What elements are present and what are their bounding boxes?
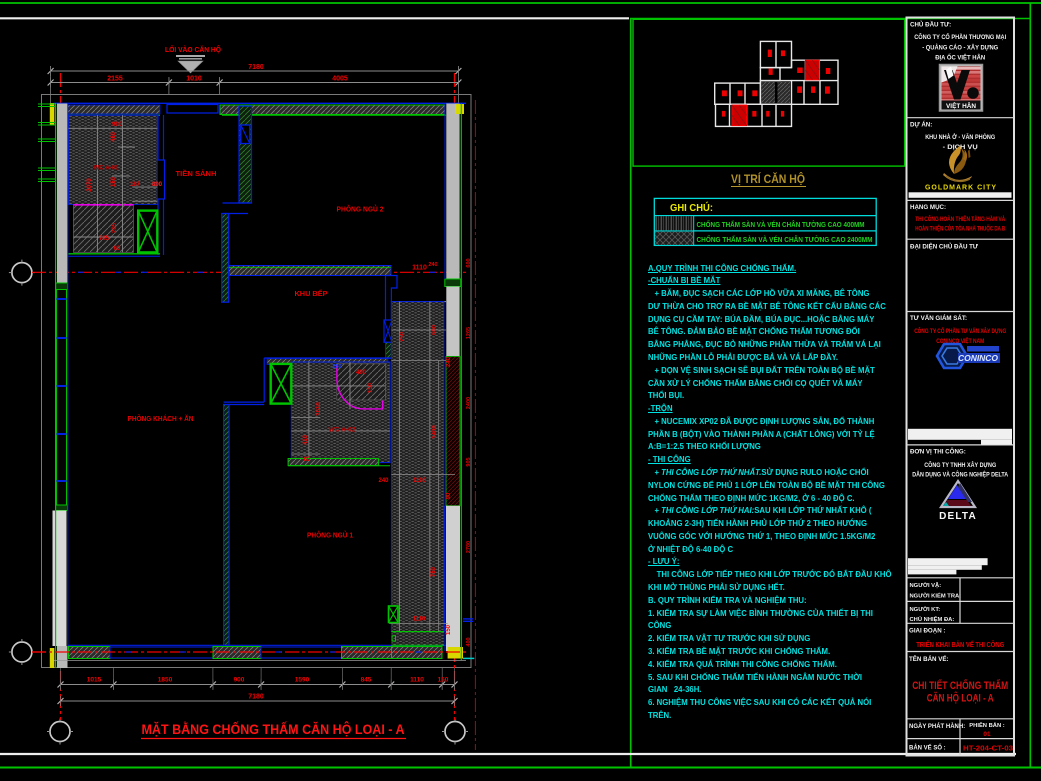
svg-text:- QUẢNG CÁO - XÂY DỰNG: - QUẢNG CÁO - XÂY DỰNG — [922, 43, 998, 52]
svg-text:7180: 7180 — [248, 694, 264, 701]
svg-text:705: 705 — [99, 236, 110, 242]
svg-text:CHỐNG THẤM SÀN VÀ VÉN CHÂN TƯỜ: CHỐNG THẤM SÀN VÀ VÉN CHÂN TƯỜNG CAO 400… — [697, 219, 865, 229]
svg-text:60: 60 — [114, 246, 121, 252]
svg-text:1110: 1110 — [413, 617, 426, 623]
svg-text:HẠNG MỤC:: HẠNG MỤC: — [910, 204, 946, 211]
svg-text:TÊN BẢN VẾ:: TÊN BẢN VẾ: — [909, 655, 949, 663]
svg-text:CHỐNG THẤM SÀN VÀ VÉN CHÂN TƯỜ: CHỐNG THẤM SÀN VÀ VÉN CHÂN TƯỜNG CAO 240… — [697, 234, 873, 244]
svg-text:1610: 1610 — [316, 402, 322, 416]
svg-text:GOLDMARK CITY: GOLDMARK CITY — [925, 185, 997, 192]
svg-text:900: 900 — [234, 677, 245, 684]
svg-text:CHI TIẾT CHỐNG THẤM: CHI TIẾT CHỐNG THẤM — [912, 678, 1008, 692]
svg-text:167: 167 — [130, 182, 141, 188]
svg-text:CÔNG TY CỔ PHẦN THƯƠNG MẠI: CÔNG TY CỔ PHẦN THƯƠNG MẠI — [914, 31, 1006, 41]
svg-text:845: 845 — [361, 677, 372, 684]
svg-text:KHU BẾP: KHU BẾP — [295, 288, 328, 298]
svg-text:1590: 1590 — [295, 677, 310, 684]
svg-text:CHỦ ĐẦU TƯ:: CHỦ ĐẦU TƯ: — [910, 22, 951, 29]
svg-text:PHÒNG NGỦ 2: PHÒNG NGỦ 2 — [337, 205, 384, 214]
svg-text:1015: 1015 — [87, 677, 102, 684]
svg-text:VIỆT HÂN: VIỆT HÂN — [946, 102, 977, 110]
svg-text:150: 150 — [111, 176, 117, 187]
svg-text:VỊ TRÍ CĂN HỘ: VỊ TRÍ CĂN HỘ — [731, 173, 805, 186]
svg-text:DỰ ÁN:: DỰ ÁN: — [910, 122, 932, 129]
svg-text:01: 01 — [983, 731, 991, 738]
svg-text:800: 800 — [152, 182, 163, 188]
svg-text:205: 205 — [112, 222, 118, 233]
svg-text:WC A-01: WC A-01 — [94, 166, 120, 172]
svg-text:1110: 1110 — [410, 677, 424, 684]
svg-text:GHI CHÚ:: GHI CHÚ: — [670, 201, 713, 214]
svg-text:150: 150 — [438, 677, 449, 684]
svg-text:CONINCO: CONINCO — [958, 354, 999, 363]
svg-text:400: 400 — [356, 370, 367, 376]
svg-text:DÂN DỤNG VÀ CÔNG NGHIỆP DELTA: DÂN DỤNG VÀ CÔNG NGHIỆP DELTA — [912, 470, 1008, 479]
svg-text:HOÀN THIỆN CỦA TÒA NHÀ THUỘC D: HOÀN THIỆN CỦA TÒA NHÀ THUỘC DA B — [915, 224, 1005, 233]
svg-text:WC A-02: WC A-02 — [329, 427, 356, 434]
svg-text:NGƯỜI VẶ:: NGƯỜI VẶ: — [910, 581, 942, 589]
svg-text:1850: 1850 — [158, 677, 173, 684]
svg-text:1110: 1110 — [412, 265, 427, 272]
svg-text:CÔNG TY CỔ PHẦN TƯ VẤN XÂY DỰN: CÔNG TY CỔ PHẦN TƯ VẤN XÂY DỰNG — [914, 325, 1006, 335]
svg-text:DELTA: DELTA — [939, 511, 977, 522]
svg-text:400: 400 — [466, 637, 472, 646]
svg-text:LỐI VÀO CĂN HỘ: LỐI VÀO CĂN HỘ — [165, 44, 221, 54]
svg-text:905: 905 — [466, 457, 472, 466]
svg-text:2155: 2155 — [107, 76, 123, 83]
svg-text:90: 90 — [446, 492, 452, 499]
svg-text:ĐẠI DIỆN CHỦ ĐẦU TƯ: ĐẠI DIỆN CHỦ ĐẦU TƯ — [910, 243, 979, 251]
svg-text:NGƯỜI KT:: NGƯỜI KT: — [910, 605, 941, 613]
svg-text:1265: 1265 — [466, 327, 472, 339]
svg-text:150: 150 — [446, 624, 452, 635]
svg-text:1100: 1100 — [413, 478, 427, 484]
svg-text:600: 600 — [466, 258, 472, 267]
svg-text:4005: 4005 — [332, 76, 348, 83]
svg-text:TƯ VẤN GIÁM SÁT:: TƯ VẤN GIÁM SÁT: — [910, 315, 967, 322]
svg-text:NGÀY PHÁT HÀNH:: NGÀY PHÁT HÀNH: — [909, 723, 965, 730]
svg-text:750: 750 — [431, 566, 437, 577]
svg-text:2780: 2780 — [466, 541, 472, 553]
svg-text:2070: 2070 — [87, 178, 93, 192]
svg-text:TRIỂN KHAI BẢN VẾ THI CÔNG: TRIỂN KHAI BẢN VẾ THI CÔNG — [916, 639, 1004, 649]
svg-text:PHÒNG KHÁCH + ĂN: PHÒNG KHÁCH + ĂN — [128, 414, 194, 423]
svg-text:1400: 1400 — [432, 425, 438, 439]
svg-text:1010: 1010 — [186, 76, 202, 83]
svg-text:HT-204-CT-03: HT-204-CT-03 — [963, 744, 1013, 753]
svg-text:ĐƠN VỊ THI CÔNG:: ĐƠN VỊ THI CÔNG: — [910, 448, 966, 456]
svg-text:2400: 2400 — [466, 397, 472, 409]
svg-text:CONINCO VIỆT NAM: CONINCO VIỆT NAM — [936, 336, 984, 345]
svg-text:80: 80 — [304, 457, 311, 463]
svg-text:BẢN VẾ SỐ :: BẢN VẾ SỐ : — [909, 745, 946, 752]
svg-text:PHÒNG NGỦ 1: PHÒNG NGỦ 1 — [307, 531, 353, 540]
svg-text:CĂN HỘ LOẠI - A: CĂN HỘ LOẠI - A — [927, 692, 994, 705]
svg-text:CÔNG TY TNHH XÂY DỰNG: CÔNG TY TNHH XÂY DỰNG — [924, 460, 996, 469]
svg-text:250: 250 — [332, 364, 341, 370]
svg-text:750: 750 — [400, 331, 406, 342]
svg-text:410: 410 — [303, 434, 309, 445]
svg-text:240: 240 — [446, 356, 452, 367]
svg-text:NGƯỜI KIỂM TRA:: NGƯỜI KIỂM TRA: — [910, 592, 962, 600]
svg-text:240: 240 — [428, 262, 437, 268]
svg-text:MẶT BẰNG CHỐNG THẤM CĂN HỘ LOẠ: MẶT BẰNG CHỐNG THẤM CĂN HỘ LOẠI - A — [142, 720, 405, 737]
svg-text:TIỀN SẢNH: TIỀN SẢNH — [176, 168, 217, 178]
svg-text:THI CÔNG HOÀN THIỆN TẦNG HẦM V: THI CÔNG HOÀN THIỆN TẦNG HẦM VÀ — [915, 213, 1005, 223]
svg-text:240: 240 — [378, 478, 389, 484]
svg-text:900: 900 — [112, 122, 123, 128]
svg-text:460: 460 — [111, 131, 117, 142]
svg-text:KHU NHÀ Ở - VĂN PHÒNG: KHU NHÀ Ở - VĂN PHÒNG — [925, 132, 995, 141]
svg-text:ĐỊA ỐC VIỆT HÂN: ĐỊA ỐC VIỆT HÂN — [935, 52, 985, 62]
svg-text:7180: 7180 — [248, 64, 264, 71]
svg-text:600: 600 — [432, 324, 438, 335]
svg-text:GIAI ĐOẠN :: GIAI ĐOẠN : — [909, 628, 945, 635]
svg-text:150: 150 — [368, 382, 374, 393]
svg-text:CHỦ NHIỆM ĐA:: CHỦ NHIỆM ĐA: — [910, 615, 955, 623]
svg-text:PHIÊN BẢN :: PHIÊN BẢN : — [969, 721, 1004, 729]
